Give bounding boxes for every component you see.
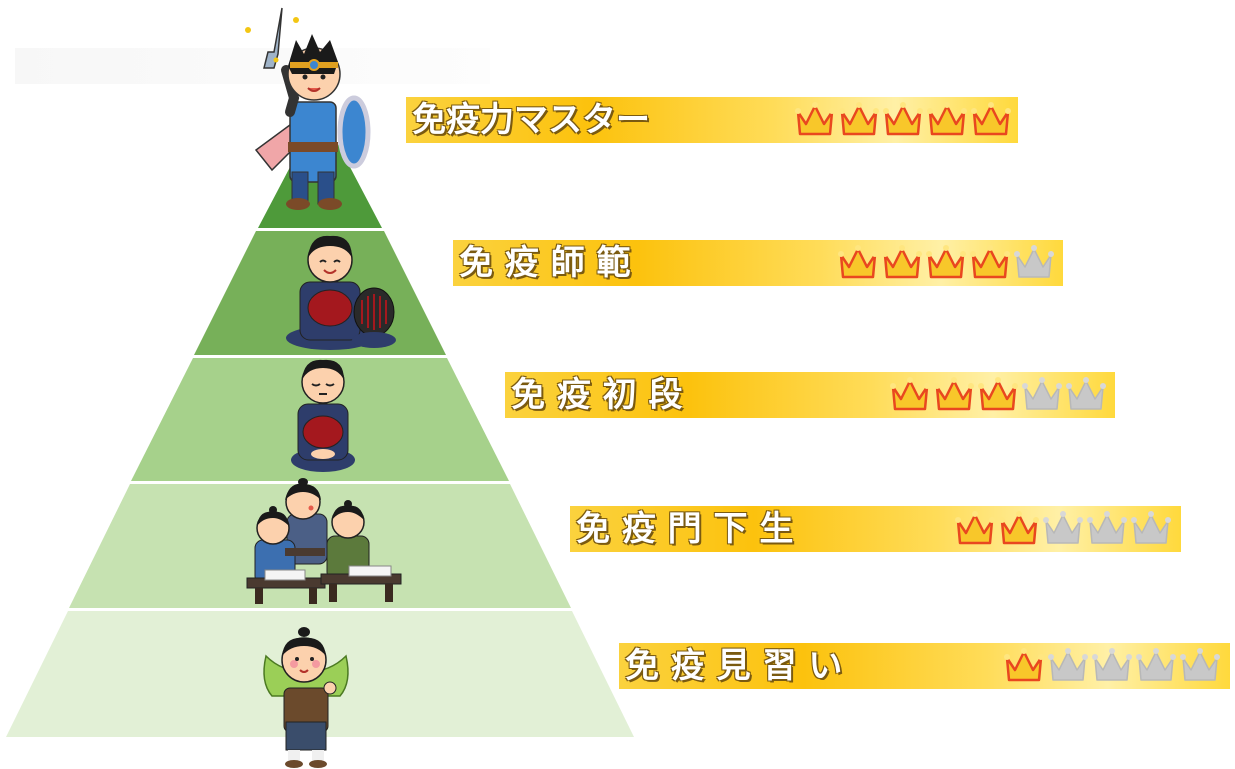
crown-filled-icon <box>999 511 1039 545</box>
apprentice-boy-icon <box>263 627 349 768</box>
rank-banner-3: 免 疫 初 段 <box>505 372 1115 418</box>
crown-filled-icon <box>882 245 922 279</box>
crown-empty-icon <box>1180 648 1220 681</box>
rank-label: 免 疫 師 範 <box>459 243 631 283</box>
rank-banner-5: 免 疫 見 習 い <box>619 643 1230 689</box>
rank-banner-4: 免 疫 門 下 生 <box>570 506 1181 552</box>
crown-filled-icon <box>838 245 878 279</box>
rank-label: 免疫力マスター <box>412 100 650 140</box>
crown-rating <box>794 100 1012 140</box>
rank-banner-2: 免 疫 師 範 <box>453 240 1063 286</box>
crown-filled-icon <box>970 245 1010 279</box>
crown-empty-icon <box>1043 511 1083 544</box>
crown-rating <box>954 509 1172 549</box>
background-faint-bar <box>15 48 490 84</box>
crown-filled-icon <box>926 245 966 279</box>
crown-rating <box>837 243 1055 283</box>
crown-rating <box>889 375 1107 415</box>
rank-label: 免 疫 見 習 い <box>625 646 843 686</box>
crown-empty-icon <box>1136 648 1176 681</box>
crown-filled-icon <box>883 102 923 136</box>
crown-empty-icon <box>1066 377 1106 410</box>
rank-label: 免 疫 門 下 生 <box>576 509 794 549</box>
terakoya-students-icon <box>246 478 402 604</box>
crown-filled-icon <box>955 511 995 545</box>
crown-empty-icon <box>1014 245 1054 278</box>
rank-banner-1: 免疫力マスター <box>406 97 1018 143</box>
crown-filled-icon <box>839 102 879 136</box>
crown-filled-icon <box>978 377 1018 411</box>
kendo-master-icon <box>286 235 396 350</box>
crown-filled-icon <box>927 102 967 136</box>
hero-with-sword-icon <box>245 7 371 210</box>
crown-filled-icon <box>934 377 974 411</box>
crown-empty-icon <box>1048 648 1088 681</box>
crown-empty-icon <box>1022 377 1062 410</box>
crown-filled-icon <box>890 377 930 411</box>
crown-empty-icon <box>1092 648 1132 681</box>
crown-filled-icon <box>1004 648 1044 682</box>
crown-rating <box>1003 646 1221 686</box>
crown-empty-icon <box>1131 511 1171 544</box>
crown-filled-icon <box>795 102 835 136</box>
rank-label: 免 疫 初 段 <box>511 375 683 415</box>
crown-filled-icon <box>971 102 1011 136</box>
crown-empty-icon <box>1087 511 1127 544</box>
kendo-student-icon <box>291 359 355 472</box>
